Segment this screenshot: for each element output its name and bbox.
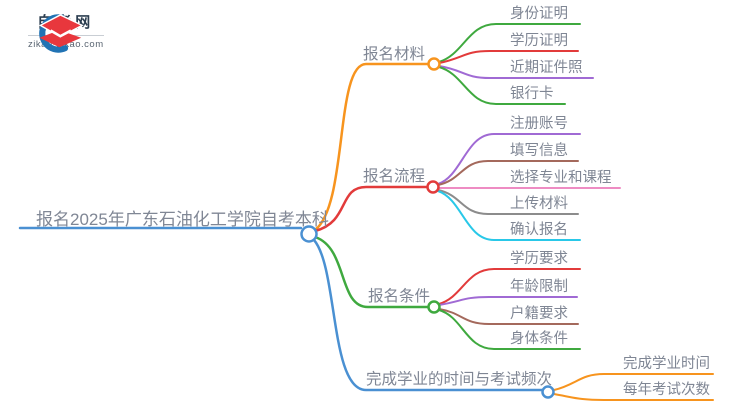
child-label-confirm-registration: 确认报名 (510, 222, 568, 238)
branch-line-process (313, 185, 429, 233)
child-line-bank-card (438, 66, 566, 105)
root-node-label: 报名2025年广东石油化工学院自考本科 (36, 210, 329, 229)
graduation-cap-logo-icon (38, 14, 84, 53)
child-line-age-limit (438, 296, 578, 306)
child-label-residency-requirement: 户籍要求 (510, 306, 568, 322)
process-node-circle (426, 180, 440, 194)
child-label-exam-frequency: 每年考试次数 (623, 382, 710, 398)
child-line-confirm-registration (437, 190, 581, 241)
materials-node-circle (427, 57, 441, 71)
schedule-node-circle (541, 385, 555, 399)
child-line-identity-proof (438, 23, 581, 63)
root-node-circle (300, 225, 318, 243)
child-line-exam-frequency (553, 393, 714, 401)
site-logo[interactable]: 自考网 zikao-zikao.com (28, 11, 104, 53)
child-label-age-limit: 年龄限制 (510, 279, 568, 295)
child-label-recent-photo: 近期证件照 (510, 60, 583, 76)
child-label-upload-materials: 上传材料 (510, 196, 568, 212)
child-label-completion-time: 完成学业时间 (623, 356, 710, 372)
branch-label-conditions: 报名条件 (368, 288, 431, 305)
child-line-education-requirement (438, 268, 581, 305)
child-label-education-proof: 学历证明 (510, 33, 568, 49)
branch-line-schedule (312, 238, 544, 392)
child-line-register-account (437, 133, 581, 185)
child-label-bank-card: 银行卡 (510, 86, 554, 102)
child-label-physical-condition: 身体条件 (510, 331, 568, 347)
child-label-register-account: 注册账号 (510, 116, 568, 132)
child-line-completion-time (553, 373, 714, 391)
child-line-recent-photo (438, 65, 594, 79)
branch-line-materials (313, 62, 430, 232)
child-line-physical-condition (438, 309, 581, 350)
child-label-fill-info: 填写信息 (510, 143, 568, 159)
child-label-identity-proof: 身份证明 (510, 6, 568, 22)
branch-label-materials: 报名材料 (363, 46, 426, 63)
branch-label-process: 报名流程 (363, 168, 426, 185)
child-line-upload-materials (437, 189, 579, 215)
child-line-education-proof (438, 50, 579, 64)
child-line-fill-info (437, 160, 579, 186)
child-label-choose-major: 选择专业和课程 (510, 170, 612, 186)
child-label-education-requirement: 学历要求 (510, 251, 568, 267)
child-line-residency-requirement (438, 308, 579, 325)
branch-line-conditions (313, 235, 430, 309)
branch-label-schedule: 完成学业的时间与考试频次 (366, 371, 553, 388)
conditions-node-circle (427, 300, 441, 314)
